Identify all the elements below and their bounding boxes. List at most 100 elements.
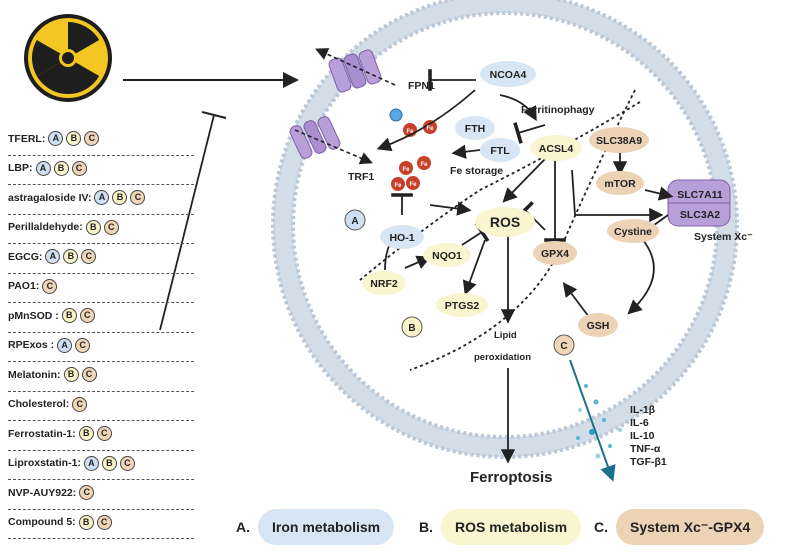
legend-c: C. System Xc⁻-GPX4 bbox=[594, 509, 765, 545]
mechanism-badge-c: C bbox=[81, 249, 97, 264]
cytokine-5: TGF-β1 bbox=[630, 456, 667, 468]
ferritinophagy-label: Ferritinophagy bbox=[521, 104, 595, 116]
row-divider bbox=[8, 508, 194, 510]
mechanism-badge-c: C bbox=[119, 455, 135, 471]
drug-name: pMnSOD : bbox=[8, 309, 59, 322]
radiation-icon bbox=[24, 14, 112, 102]
ftl-label: FTL bbox=[490, 145, 510, 157]
mechanism-badge-a: A bbox=[35, 160, 51, 176]
fth-label: FTH bbox=[465, 123, 485, 135]
row-divider bbox=[8, 243, 194, 244]
mechanism-badge-c: C bbox=[79, 485, 95, 500]
drug-name: PAO1: bbox=[8, 280, 40, 292]
system-xc-label: System Xc⁻ bbox=[694, 231, 753, 243]
system-xc-transporter bbox=[667, 179, 731, 227]
row-divider bbox=[8, 361, 194, 362]
region-c-text: C bbox=[560, 341, 567, 352]
legend-a-key: A. bbox=[236, 519, 250, 535]
drug-name: Compound 5: bbox=[8, 516, 76, 528]
drug-name: Perillaldehyde: bbox=[8, 221, 83, 233]
gsh-label: GSH bbox=[587, 320, 610, 332]
drug-row: PAO1:C bbox=[8, 274, 194, 303]
mechanism-badge-b: B bbox=[78, 426, 94, 441]
lipid-label: Lipid bbox=[494, 330, 517, 341]
ncoa4-node bbox=[480, 61, 536, 87]
mechanism-badge-b: B bbox=[85, 219, 101, 235]
drug-name: EGCG: bbox=[8, 250, 43, 263]
drug-name: RPExos : bbox=[8, 339, 55, 351]
legend-a: A. Iron metabolism bbox=[236, 509, 395, 545]
mechanism-badge-a: A bbox=[83, 455, 99, 471]
nrf2-node bbox=[362, 271, 406, 295]
ros-label: ROS bbox=[490, 214, 520, 230]
acsl4-label: ACSL4 bbox=[539, 143, 574, 155]
mechanism-badge-c: C bbox=[130, 190, 146, 205]
pathway-edges bbox=[376, 69, 674, 464]
region-c-badge bbox=[553, 334, 575, 356]
drug-row-content: Cholesterol:C bbox=[8, 396, 88, 412]
mechanism-badge-b: B bbox=[63, 249, 79, 264]
mechanism-badge-b: B bbox=[66, 131, 82, 146]
mtor-node bbox=[596, 171, 644, 195]
ho1-node bbox=[380, 225, 424, 249]
fe-text-5: Fe bbox=[409, 182, 417, 188]
fe-ions bbox=[389, 108, 437, 191]
fpn1-label: FPN1 bbox=[408, 80, 435, 92]
slc38a9-node bbox=[589, 127, 649, 153]
mechanism-badge-b: B bbox=[78, 514, 94, 530]
drug-name: TFERL: bbox=[8, 132, 46, 145]
drug-name: LBP: bbox=[8, 162, 33, 174]
cytokine-3: IL-10 bbox=[630, 430, 655, 442]
mechanism-badge-b: B bbox=[112, 190, 128, 205]
peroxidation-label: peroxidation bbox=[474, 352, 531, 363]
legend-a-pill: Iron metabolism bbox=[258, 509, 395, 545]
drug-row-content: PAO1:C bbox=[8, 278, 58, 294]
cytokine-release bbox=[569, 359, 622, 482]
mechanism-badge-c: C bbox=[96, 426, 112, 441]
mechanism-badge-b: B bbox=[61, 308, 77, 323]
mechanism-badge-c: C bbox=[96, 514, 112, 530]
ferroptosis-label: Ferroptosis bbox=[470, 469, 553, 486]
iron-export-arrow bbox=[315, 48, 396, 86]
mechanism-badge-b: B bbox=[101, 455, 117, 471]
slc7a11-label: SLC7A11 bbox=[677, 189, 723, 201]
slc38a9-label: SLC38A9 bbox=[596, 135, 642, 147]
ncoa4-label: NCOA4 bbox=[490, 69, 527, 81]
nqo1-node bbox=[423, 243, 471, 267]
drug-row-content: NVP-AUY922:C bbox=[8, 485, 95, 500]
fe-text-1: Fe bbox=[406, 129, 414, 135]
row-divider bbox=[8, 272, 194, 274]
drug-row: NVP-AUY922:C bbox=[8, 480, 194, 510]
ptgs2-label: PTGS2 bbox=[445, 300, 480, 312]
cytokine-4: TNF-α bbox=[630, 443, 661, 455]
mechanism-badge-c: C bbox=[81, 367, 97, 382]
row-divider bbox=[8, 331, 194, 333]
mechanism-badge-c: C bbox=[79, 308, 95, 323]
drug-inhibition-line bbox=[159, 114, 215, 331]
ros-node bbox=[475, 207, 535, 237]
legend-b-pill: ROS metabolism bbox=[441, 509, 582, 545]
row-divider bbox=[8, 479, 194, 480]
mechanism-badge-b: B bbox=[53, 160, 69, 176]
trf1-transporter bbox=[289, 116, 341, 159]
row-divider bbox=[8, 449, 194, 451]
mechanism-badge-a: A bbox=[48, 131, 64, 146]
row-divider bbox=[8, 213, 194, 215]
drug-name: Cholesterol: bbox=[8, 398, 70, 410]
row-divider bbox=[8, 154, 194, 156]
row-divider bbox=[8, 184, 194, 185]
gsh-node bbox=[578, 313, 618, 337]
